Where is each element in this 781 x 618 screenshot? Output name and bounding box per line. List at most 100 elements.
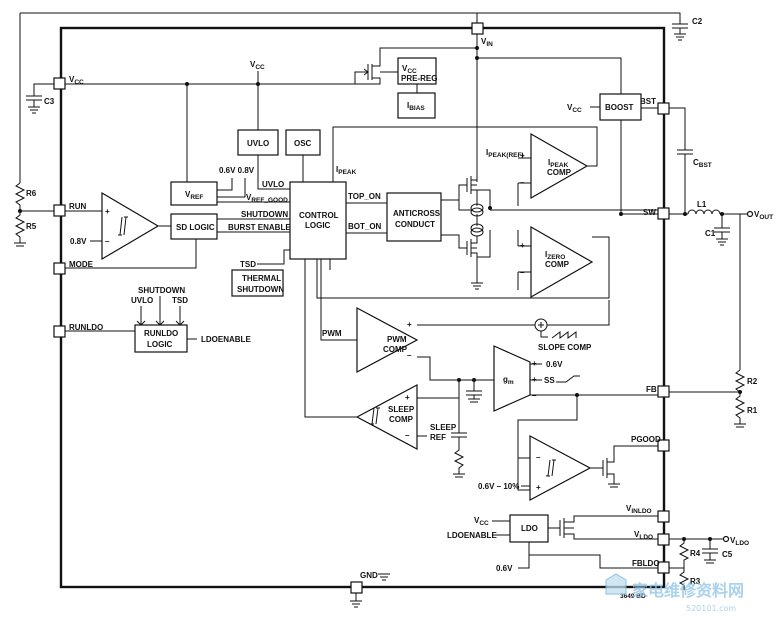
uvlo-label: UVLO (247, 139, 269, 148)
signal-bot-on: BOT_ON (348, 222, 382, 231)
signal-ipeak-sub: PEAK (338, 169, 356, 176)
signal-shutdown-in: SHUTDOWN (138, 286, 185, 295)
svg-text:VIN: VIN (481, 37, 493, 48)
svg-text:VCC: VCC (69, 75, 84, 86)
signal-vcc-top-sub: CC (255, 64, 265, 71)
r6-resistor (14, 182, 26, 211)
signal-vcc-boost: V (567, 103, 573, 112)
svg-text:VINLDO: VINLDO (626, 504, 652, 515)
signal-06v-ldo: 0.6V (496, 564, 513, 573)
svg-text:VCC: VCC (567, 103, 582, 114)
figure-code: 3649 BD (620, 593, 646, 600)
signal-ipeak: I (336, 165, 338, 174)
vout-label: V (754, 210, 760, 219)
runldo-logic-label-1: RUNLDO (144, 329, 178, 338)
control-logic-label-1: CONTROL (299, 211, 339, 220)
l1-label: L1 (697, 200, 707, 209)
signal-vref-good-sub: REF_GOOD (251, 197, 288, 204)
thermal-shutdown-block (231, 269, 284, 297)
svg-text:IBIAS: IBIAS (407, 101, 425, 112)
svg-text:+: + (405, 393, 410, 402)
osc-label: OSC (294, 139, 312, 148)
watermark-url: 520101.com (686, 604, 736, 613)
pin-vcc-sub: CC (74, 79, 84, 86)
vcc-prereg-sub: CC (407, 68, 417, 75)
ldo-label: LDO (521, 524, 538, 533)
r5-resistor (14, 211, 26, 247)
bottom-nmos (466, 236, 478, 283)
r2-resistor (734, 369, 746, 393)
vref-label: V (185, 190, 191, 199)
signal-top-on: TOP_ON (348, 192, 381, 201)
vcc-prereg-label-2: PRE-REG (401, 74, 437, 83)
svg-text:VCC: VCC (474, 516, 489, 527)
pin-vldo-label: V (634, 530, 640, 539)
pin-vinldo: VINLDO (626, 504, 670, 523)
c1-label: C1 (705, 229, 716, 238)
svg-text:VCC: VCC (250, 60, 265, 71)
gm-label: g (503, 375, 508, 384)
ibias-label: I (407, 101, 409, 110)
pin-gnd-label: GND (360, 571, 378, 580)
pin-pgood-label: PGOOD (631, 435, 661, 444)
r4-label: R4 (690, 549, 701, 558)
anticross-label-2: CONDUCT (395, 220, 435, 229)
pin-vcc: VCC (53, 75, 84, 90)
l1-inductor (687, 209, 721, 215)
svg-text:VLDO: VLDO (730, 536, 749, 547)
signal-ldoenable-out: LDOENABLE (201, 335, 251, 344)
c2-capacitor (672, 23, 688, 41)
ibias-sub: BIAS (409, 105, 425, 112)
c3-capacitor (26, 95, 42, 114)
pin-vinldo-label: V (626, 504, 632, 513)
svg-text:+: + (520, 151, 525, 160)
signal-slope-comp: SLOPE COMP (538, 343, 592, 352)
c5-capacitor (702, 539, 718, 564)
pin-vin-label: V (481, 37, 487, 46)
r1-resistor (734, 392, 746, 428)
signal-tsd-in: TSD (172, 296, 188, 305)
pin-vldo-sub: LDO (639, 534, 653, 541)
r4-resistor (678, 539, 690, 568)
signal-burst-enable: BURST ENABLE (228, 223, 291, 232)
r2-label: R2 (747, 377, 758, 386)
svg-text:IPEAK: IPEAK (548, 158, 569, 169)
pin-mode-label: MODE (69, 260, 94, 269)
signal-tsd: TSD (240, 260, 256, 269)
svg-text:CBST: CBST (693, 158, 712, 169)
signal-ldoenable-in: LDOENABLE (447, 531, 497, 540)
vref-sub: REF (190, 194, 203, 201)
c2-label: C2 (692, 17, 703, 26)
izero-comp-sub: ZERO (547, 254, 565, 261)
signal-pwm: PWM (322, 329, 342, 338)
vout-sub: OUT (759, 214, 773, 221)
anticross-label-1: ANTICROSS (393, 209, 441, 218)
r5-label: R5 (26, 222, 37, 231)
r6-label: R6 (26, 189, 37, 198)
ipeak-comp-sub: PEAK (550, 162, 568, 169)
watermark-cn: 家电维修资料网 (632, 581, 744, 600)
c1-capacitor (714, 214, 730, 246)
signal-vref-good: V (246, 193, 252, 202)
signal-shutdown: SHUTDOWN (241, 210, 288, 219)
c3-label: C3 (44, 97, 55, 106)
cbst-label: C (693, 158, 699, 167)
pin-vcc-label: V (69, 75, 75, 84)
vref-block (170, 181, 218, 206)
svg-text:VREF: VREF (185, 190, 203, 201)
uvlo-block (237, 129, 279, 156)
r1-label: R1 (747, 406, 758, 415)
pin-fb-label: FB (646, 385, 657, 394)
signal-06v-10: 0.6V – 10% (478, 482, 519, 491)
svg-text:–: – (536, 453, 541, 462)
signal-vcc-boost-sub: CC (572, 107, 582, 114)
top-nmos (466, 176, 478, 206)
svg-text:gm: gm (503, 375, 514, 386)
thermal-label-2: SHUTDOWN (237, 285, 284, 294)
pwm-comp-label: PWM (387, 335, 407, 344)
signal-vcc-top: V (250, 60, 256, 69)
ldo-pmos (559, 515, 658, 540)
pin-gnd: GND (350, 571, 378, 594)
sleep-comparator: + – (355, 384, 418, 450)
gm-amplifier: + + – (493, 345, 537, 412)
